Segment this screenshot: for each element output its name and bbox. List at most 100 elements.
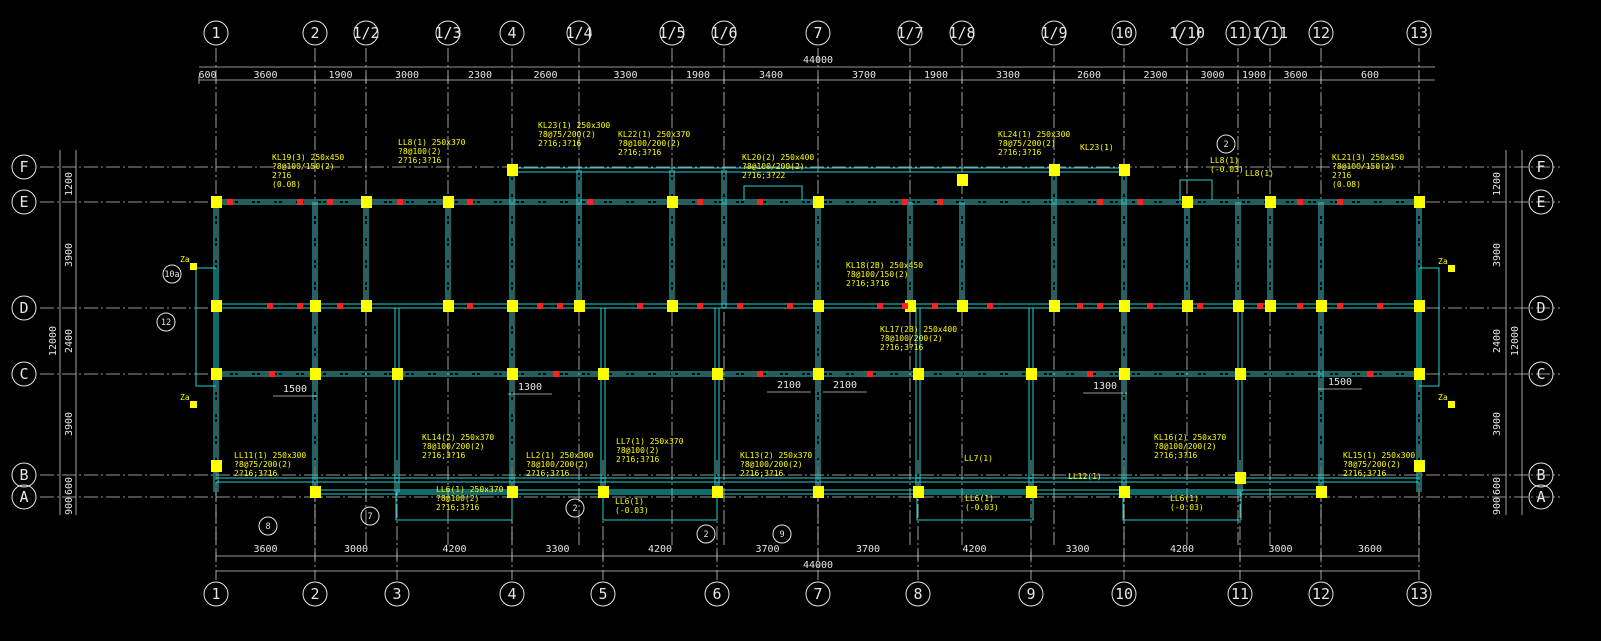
axis-top-5-label: 1/4 [565,24,592,42]
dim-top-10: 1900 [924,70,948,81]
axis-right-A-label: A [1536,488,1545,506]
axis-top-2-label: 1/2 [352,24,379,42]
column-48 [913,486,924,498]
axis-right-D-label: D [1536,299,1545,317]
joint-mark-23 [269,371,275,377]
joint-mark-18 [1197,303,1203,309]
dim-inner-4: 1300 [1093,381,1117,392]
note-kl23-0: KL23(1) 250x300 [538,121,610,130]
column-40 [1414,368,1425,380]
dim-top-17: 600 [1361,70,1379,81]
column-30 [310,368,321,380]
za-marker-3 [1448,401,1455,408]
axis-top-16-label: 12 [1312,24,1330,42]
dim-left-2: 2400 [64,329,75,353]
beam-stair-3 [1122,491,1242,521]
axis-top-9-label: 1/7 [896,24,923,42]
detail-bubble-5 [696,524,716,544]
axis-top-14-label: 11 [1229,24,1247,42]
joint-mark-33 [587,199,593,205]
dim-bottom-2: 4200 [442,544,466,555]
axis-top-10-label: 1/8 [948,24,975,42]
dim-top-15: 1900 [1242,70,1266,81]
dim-bottom-9: 4200 [1170,544,1194,555]
dim-top-8: 3400 [759,70,783,81]
axis-bottom-4-circle [590,581,616,607]
detail-bubble-7 [1216,134,1236,154]
note-kl15-1: ?8@75/200(2) [1343,460,1401,469]
note-kl18-1: ?8@100/150(2) [846,270,909,279]
joint-mark-11 [877,303,883,309]
note-kl21-1: ?8@100/150(2) [1332,162,1395,171]
note-kl22-0: KL22(1) 250x370 [618,130,690,139]
note-kl24-0: KL24(1) 250x300 [998,130,1070,139]
column-5 [957,174,968,186]
dim-top-14: 3000 [1200,70,1224,81]
note-kl24-2: 2?16;3?16 [998,148,1042,157]
note-kl17-0: KL17(2B) 250x400 [880,325,957,334]
dim-right-4: 600 [1492,477,1503,495]
axis-bottom-0-label: 1 [211,585,220,603]
column-32 [507,368,518,380]
column-14 [361,300,372,312]
note-ll6c-1: (-0.03) [965,503,999,512]
note-ll6b-0: LL6(1) [615,497,644,506]
detail-bubble-2 [258,516,278,536]
joint-mark-15 [1077,303,1083,309]
beam-stair-4 [602,491,718,521]
note-ll6-2: 2?16;3?16 [436,503,480,512]
column-44 [507,486,518,498]
dim-left-total: 12000 [48,326,59,356]
axis-top-11-label: 1/9 [1040,24,1067,42]
note-kl15-2: 2?16;3?16 [1343,469,1387,478]
dim-inner-1: 1300 [518,382,542,393]
axis-left-E-circle [11,189,37,215]
note-kl20-2: 2?16;3?22 [742,171,786,180]
column-43 [310,486,321,498]
note-kl13-0: KL13(2) 250x370 [740,451,812,460]
dim-top-4: 2300 [468,70,492,81]
axis-left-A-circle [11,484,37,510]
joint-mark-35 [757,199,763,205]
note-kl24-1: ?8@75/200(2) [998,139,1056,148]
axis-left-C-circle [11,361,37,387]
za-label-0: Za [180,255,190,264]
axis-top-3-label: 1/3 [434,24,461,42]
dim-bottom-10: 3000 [1268,544,1292,555]
note-kl18-0: KL18(2B) 250x450 [846,261,923,270]
column-50 [1119,486,1130,498]
dim-top-0: 600 [198,70,216,81]
dim-right-1: 3900 [1492,243,1503,267]
axis-bottom-7-label: 8 [913,585,922,603]
axis-bottom-5-label: 6 [712,585,721,603]
column-46 [712,486,723,498]
axis-top-17-label: 13 [1410,24,1428,42]
axis-top-4-label: 4 [507,24,516,42]
axis-top-4-circle [499,20,525,46]
detail-bubble-6 [772,524,792,544]
dim-right-0: 1200 [1492,172,1503,196]
column-22 [1049,300,1060,312]
axis-right-B-label: B [1536,466,1545,484]
axis-bottom-9-circle [1111,581,1137,607]
detail-bubble-label-3: 7 [367,512,372,522]
axis-top-13-circle [1174,20,1200,46]
dim-inner-2: 2100 [777,380,801,391]
joint-mark-26 [867,371,873,377]
axis-right-A-circle [1528,484,1554,510]
note-kl20-1: ?8@100/200(2) [742,162,805,171]
column-7 [1182,196,1193,208]
joint-mark-12 [902,303,908,309]
joint-mark-24 [553,371,559,377]
note-kl16-2: 2?16;3?16 [1154,451,1198,460]
axis-right-F-circle [1528,154,1554,180]
axis-top-5-circle [566,20,592,46]
joint-mark-31 [397,199,403,205]
axis-left-E-label: E [19,193,28,211]
column-20 [905,300,916,312]
axis-left-C-label: C [19,365,28,383]
note-kl19-1: ?8@100/150(2) [272,162,335,171]
axis-bottom-10-label: 11 [1231,585,1249,603]
